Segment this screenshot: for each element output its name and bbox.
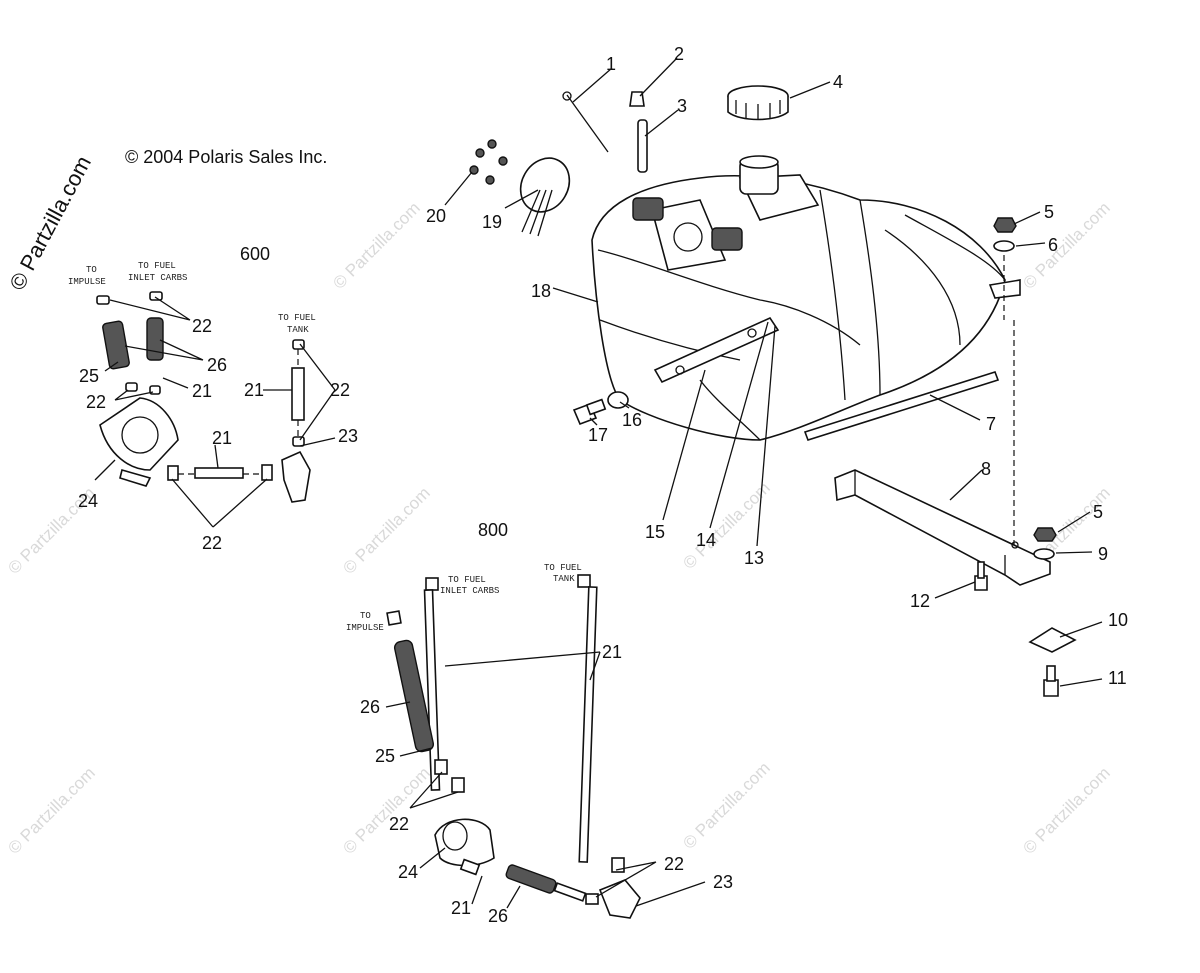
callout-7: 7	[986, 414, 996, 434]
watermark: © Partzilla.com	[679, 758, 773, 852]
callout-23: 23	[713, 872, 733, 892]
callout-10: 10	[1108, 610, 1128, 630]
callout-4: 4	[833, 72, 843, 92]
callout-16: 16	[622, 410, 642, 430]
watermark: © Partzilla.com	[339, 763, 433, 857]
note-fuel-tank: TANK	[287, 325, 309, 335]
callout-15: 15	[645, 522, 665, 542]
fuel-tank	[591, 155, 1021, 441]
watermark: © Partzilla.com	[329, 198, 423, 292]
callout-22: 22	[192, 316, 212, 336]
note-impulse: IMPULSE	[68, 277, 106, 287]
note-fuel-tank: TO FUEL	[544, 563, 582, 573]
watermark: © Partzilla.com	[339, 483, 433, 577]
note-impulse: IMPULSE	[346, 623, 384, 633]
callout-numbers: 1 2 3 4 5 5 6 7 8 9 10 11 12 13 14 15 16…	[78, 44, 1128, 926]
spacer-plate	[1028, 627, 1077, 653]
callout-18: 18	[531, 281, 551, 301]
model-600-label: 600	[240, 244, 270, 264]
callout-14: 14	[696, 530, 716, 550]
callout-21: 21	[451, 898, 471, 918]
callout-5: 5	[1044, 202, 1054, 222]
callout-26: 26	[488, 906, 508, 926]
fuel-valve-800	[386, 574, 641, 919]
callout-22: 22	[86, 392, 106, 412]
vent-hose	[637, 119, 648, 173]
callout-24: 24	[78, 491, 98, 511]
callout-2: 2	[674, 44, 684, 64]
vent-line	[562, 91, 609, 153]
mounting-screws	[469, 139, 508, 185]
callout-24: 24	[398, 862, 418, 882]
note-inlet-carbs: INLET CARBS	[128, 273, 187, 283]
callout-19: 19	[482, 212, 502, 232]
note-impulse: TO	[86, 265, 97, 275]
copyright-text: © 2004 Polaris Sales Inc.	[125, 147, 327, 167]
note-inlet-carbs: INLET CARBS	[440, 586, 499, 596]
callout-12: 12	[910, 591, 930, 611]
callout-25: 25	[79, 366, 99, 386]
callout-26: 26	[360, 697, 380, 717]
callout-22: 22	[389, 814, 409, 834]
callout-20: 20	[426, 206, 446, 226]
callout-9: 9	[1098, 544, 1108, 564]
callout-22: 22	[664, 854, 684, 874]
callout-23: 23	[338, 426, 358, 446]
hardware	[993, 217, 1057, 560]
note-inlet-carbs: TO FUEL	[448, 575, 486, 585]
brand-label: © Partzilla.com	[4, 152, 96, 295]
fuel-valve-600	[96, 291, 311, 503]
tank-pad	[803, 371, 1000, 441]
callout-6: 6	[1048, 235, 1058, 255]
bolts	[974, 561, 1059, 697]
watermark: © Partzilla.com	[1019, 763, 1113, 857]
callout-21: 21	[212, 428, 232, 448]
fuel-cap	[727, 85, 789, 121]
leader-lines	[94, 57, 1103, 909]
callout-11: 11	[1108, 668, 1127, 688]
callout-5: 5	[1093, 502, 1103, 522]
callout-3: 3	[677, 96, 687, 116]
callout-25: 25	[375, 746, 395, 766]
tank-bracket	[834, 469, 1051, 586]
callout-26: 26	[207, 355, 227, 375]
callout-21: 21	[602, 642, 622, 662]
watermark: © Partzilla.com	[4, 763, 98, 857]
note-fuel-tank: TANK	[553, 574, 575, 584]
callout-22: 22	[330, 380, 350, 400]
routing-notes: TO IMPULSE TO FUEL INLET CARBS TO FUEL T…	[68, 261, 582, 633]
callout-21: 21	[192, 381, 212, 401]
callout-17: 17	[588, 425, 608, 445]
callout-21: 21	[244, 380, 264, 400]
callout-8: 8	[981, 459, 991, 479]
watermark: © Partzilla.com	[1019, 198, 1113, 292]
note-fuel-tank: TO FUEL	[278, 313, 316, 323]
fuel-sender-plate	[519, 157, 571, 237]
callout-1: 1	[606, 54, 616, 74]
model-800-label: 800	[478, 520, 508, 540]
fuel-fitting	[572, 398, 607, 426]
note-inlet-carbs: TO FUEL	[138, 261, 176, 271]
callout-22: 22	[202, 533, 222, 553]
note-impulse: TO	[360, 611, 371, 621]
callout-13: 13	[744, 548, 764, 568]
